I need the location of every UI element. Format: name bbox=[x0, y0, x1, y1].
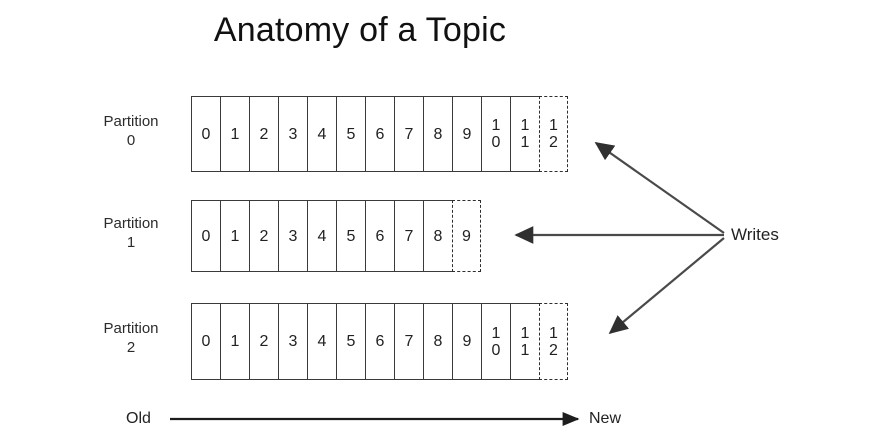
partition-label: Partition 0 bbox=[78, 112, 184, 150]
offset-cell: 4 bbox=[307, 96, 336, 172]
offset-digit: 0 bbox=[491, 134, 501, 151]
offset-cell: 7 bbox=[394, 200, 423, 272]
offset-cell: 9 bbox=[452, 96, 481, 172]
offset-cell: 1 bbox=[220, 96, 249, 172]
page-title: Anatomy of a Topic bbox=[213, 11, 507, 49]
offset-cell: 8 bbox=[423, 200, 452, 272]
offset-digit: 0 bbox=[491, 341, 501, 359]
offset-cell: 3 bbox=[278, 200, 307, 272]
writes-arrow-partition-0 bbox=[594, 142, 725, 234]
offset-digit: 2 bbox=[549, 341, 558, 359]
partition-label-line1: Partition bbox=[103, 215, 159, 232]
offset-cell: 1 bbox=[220, 200, 249, 272]
offset-cell: 4 bbox=[307, 200, 336, 272]
offset-cell: 7 bbox=[394, 303, 423, 380]
offset-cell: 3 bbox=[278, 96, 307, 172]
offset-cell: 8 bbox=[423, 303, 452, 380]
offset-digit: 1 bbox=[491, 117, 501, 134]
offset-cell: 1 bbox=[220, 303, 249, 380]
partition-label-line2: 1 bbox=[126, 234, 136, 251]
offset-cell: 4 bbox=[307, 303, 336, 380]
time-axis-old-label: Old bbox=[126, 410, 151, 427]
offset-cell: 5 bbox=[336, 200, 365, 272]
offset-digit: 1 bbox=[491, 324, 501, 342]
offset-cell: 2 bbox=[249, 96, 278, 172]
offset-cell: 6 bbox=[365, 303, 394, 380]
offset-cell: 0 bbox=[191, 200, 220, 272]
offset-cell: 7 bbox=[394, 96, 423, 172]
offset-cell: 9 bbox=[452, 303, 481, 380]
writes-label: Writes bbox=[731, 225, 779, 244]
offset-cell: 8 bbox=[423, 96, 452, 172]
offset-digit: 1 bbox=[549, 117, 558, 134]
offset-cell: 5 bbox=[336, 303, 365, 380]
partition-label: Partition 1 bbox=[78, 214, 184, 252]
partition-label: Partition 2 bbox=[78, 319, 184, 357]
offset-digit: 2 bbox=[549, 134, 558, 151]
offset-digit: 1 bbox=[549, 324, 558, 342]
offset-cell: 3 bbox=[278, 303, 307, 380]
partition-label-line1: Partition bbox=[103, 113, 159, 130]
offset-cell: 0 bbox=[191, 96, 220, 172]
partition-label-line1: Partition bbox=[103, 320, 159, 337]
offset-cell: 0 bbox=[191, 303, 220, 380]
offset-digit: 1 bbox=[520, 134, 530, 151]
pending-offset-cell: 9 bbox=[452, 200, 481, 272]
offset-digit: 1 bbox=[520, 324, 530, 342]
offset-digit: 1 bbox=[520, 117, 530, 134]
partition-label-line2: 0 bbox=[126, 132, 136, 149]
time-axis-new-label: New bbox=[589, 410, 622, 427]
partition-segment-strip: 0 1 2 3 4 5 6 7 8 9 bbox=[191, 200, 481, 272]
writes-arrow-partition-2 bbox=[608, 237, 725, 335]
offset-cell: 2 bbox=[249, 200, 278, 272]
offset-cell: 6 bbox=[365, 96, 394, 172]
offset-digit: 1 bbox=[520, 341, 530, 359]
offset-cell: 5 bbox=[336, 96, 365, 172]
partition-label-line2: 2 bbox=[126, 339, 136, 356]
offset-cell: 6 bbox=[365, 200, 394, 272]
offset-cell: 2 bbox=[249, 303, 278, 380]
